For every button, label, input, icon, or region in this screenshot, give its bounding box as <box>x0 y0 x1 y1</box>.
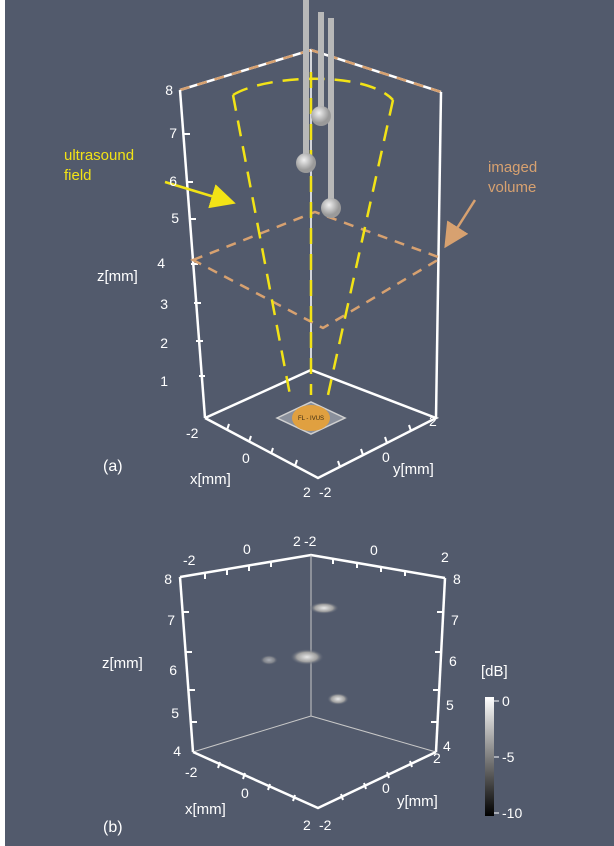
reconstruction-blob-2 <box>290 649 324 665</box>
annotation-ultrasound-line2: field <box>64 167 92 184</box>
panel-b-left-z-4: 4 <box>173 743 181 759</box>
panel-a-z-tick-6: 6 <box>169 173 177 189</box>
panel-b-y-tick-2: 2 <box>433 750 441 766</box>
panel-b-right-z-7: 7 <box>451 612 459 628</box>
needle-3 <box>328 18 334 208</box>
figure: FL - IVUS ultrasound field imaged volume… <box>5 0 614 846</box>
panel-b-base-back-left <box>192 715 312 753</box>
reconstruction-blob-3 <box>260 655 278 665</box>
reconstruction-blob-4 <box>327 693 349 705</box>
panel-b-y-tick-neg2: -2 <box>319 817 332 833</box>
needle-2 <box>318 12 324 116</box>
figure-canvas: FL - IVUS ultrasound field imaged volume… <box>64 0 537 836</box>
panel-a-x-tick-2: 2 <box>303 484 311 500</box>
annotation-volume-line1: imaged <box>488 159 537 176</box>
panel-b-right-z-5: 5 <box>446 697 454 713</box>
panel-a-z-tick-7: 7 <box>169 125 177 141</box>
panel-a-z-tick-2: 2 <box>160 335 168 351</box>
panel-b-left-edge <box>178 576 195 753</box>
probe-label: FL - IVUS <box>298 416 324 422</box>
probe <box>292 405 330 431</box>
panel-b-left-z-5: 5 <box>171 705 179 721</box>
target-sphere-1 <box>296 153 316 173</box>
annotation-volume-line2: volume <box>488 179 536 196</box>
panel-a-y-tick-2: 2 <box>429 413 437 429</box>
panel-b-x-title: x[mm] <box>185 801 226 818</box>
panel-b-left-z-7: 7 <box>167 612 175 628</box>
colorbar-ticks <box>494 700 499 814</box>
colorbar-tick-neg10: -10 <box>502 805 522 821</box>
panel-a-x-tick-neg2: -2 <box>186 425 199 441</box>
colorbar <box>485 697 494 816</box>
panel-a-y-title: y[mm] <box>393 461 434 478</box>
panel-b-base-front <box>192 750 437 810</box>
ultrasound-field <box>231 72 395 396</box>
panel-a-z-tick-1: 1 <box>160 373 168 389</box>
panel-a-x-title: x[mm] <box>190 471 231 488</box>
reconstruction-blob-1 <box>309 602 339 614</box>
right-vertical-edge <box>434 91 443 419</box>
panel-b-z-title: z[mm] <box>102 655 143 672</box>
z-axis-line <box>178 89 207 419</box>
panel-b-top-tick-1: -2 <box>183 552 196 568</box>
base-ticks-a <box>226 423 412 468</box>
imaged-volume-bottom <box>189 210 444 330</box>
box-top-edge-dash <box>179 48 312 92</box>
imaged-volume-arrow <box>444 199 477 249</box>
panel-a-z-tick-3: 3 <box>160 296 168 312</box>
panel-b <box>178 553 499 816</box>
panel-b-left-z-8: 8 <box>164 571 172 587</box>
colorbar-tick-0: 0 <box>502 693 510 709</box>
panel-a-z-tick-8: 8 <box>165 82 173 98</box>
panel-b-y-title: y[mm] <box>397 793 438 810</box>
panel-b-x-tick-0: 0 <box>241 785 249 801</box>
panel-a-z-title: z[mm] <box>97 268 138 285</box>
needle-1 <box>303 0 309 160</box>
panel-a-y-tick-neg2: -2 <box>319 484 332 500</box>
panel-b-top-ticks <box>183 558 443 723</box>
panel-b-left-z-6: 6 <box>169 662 177 678</box>
panel-b-x-tick-neg2: -2 <box>185 764 198 780</box>
panel-b-y-tick-0: 0 <box>382 780 390 796</box>
base-square <box>204 368 440 480</box>
ultrasound-arrow <box>164 180 236 209</box>
panel-b-top-tick-3: 2 <box>293 533 301 549</box>
panel-b-top-tick-4: -2 <box>304 533 317 549</box>
panel-b-label: (b) <box>103 819 123 836</box>
panel-b-right-edge <box>434 577 447 753</box>
panel-a-x-tick-0: 0 <box>242 450 250 466</box>
panel-b-top-tick-5: 0 <box>370 542 378 558</box>
panel-a-z-tick-4: 4 <box>157 255 165 271</box>
target-sphere-3 <box>321 198 341 218</box>
panel-b-x-tick-2: 2 <box>303 817 311 833</box>
panel-b-right-z-8: 8 <box>453 571 461 587</box>
annotation-ultrasound-line1: ultrasound <box>64 147 134 164</box>
panel-b-right-z-4: 4 <box>443 738 451 754</box>
panel-a-z-tick-5: 5 <box>171 210 179 226</box>
target-sphere-2 <box>311 106 331 126</box>
panel-b-top-tick-2: 0 <box>243 541 251 557</box>
panel-b-right-z-6: 6 <box>449 653 457 669</box>
colorbar-tick-neg5: -5 <box>502 749 515 765</box>
panel-a: FL - IVUS <box>164 0 477 480</box>
panel-b-base-ticks <box>217 760 413 802</box>
panel-b-base-back-right <box>310 715 437 753</box>
panel-b-top-tick-6: 2 <box>441 549 449 565</box>
panel-a-label: (a) <box>103 458 123 475</box>
z-ticks-a <box>183 133 205 377</box>
colorbar-title: [dB] <box>481 663 508 680</box>
panel-a-y-tick-0: 0 <box>382 449 390 465</box>
